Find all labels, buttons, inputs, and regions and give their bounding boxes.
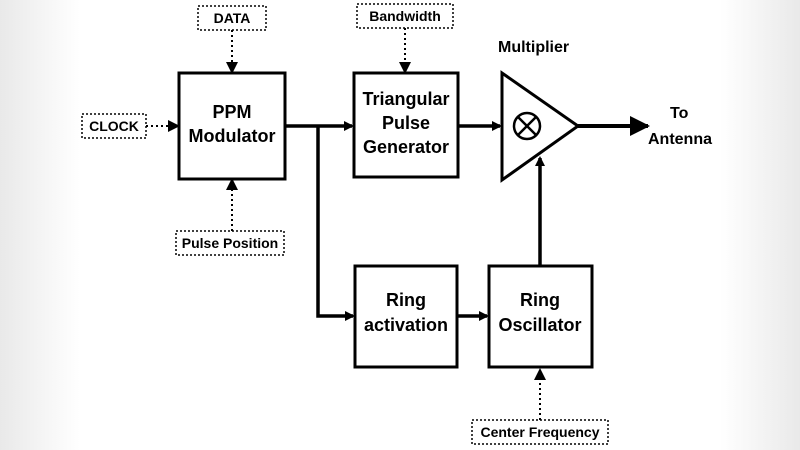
ring-oscillator-label-line1: Ring xyxy=(520,290,560,310)
multiplier-block xyxy=(500,70,581,183)
ring-oscillator-label-line2: Oscillator xyxy=(498,315,581,335)
center-frequency-input-label: Center Frequency xyxy=(480,424,599,440)
data-input-tag: DATA xyxy=(197,5,267,31)
triangular-label-line2: Pulse xyxy=(382,113,430,133)
bandwidth-input-label: Bandwidth xyxy=(369,8,441,24)
ring-activation-label-line2: activation xyxy=(364,315,448,335)
triangular-label-line1: Triangular xyxy=(362,89,449,109)
clock-input-tag: CLOCK xyxy=(81,113,147,139)
center-frequency-input-tag: Center Frequency xyxy=(471,419,609,445)
data-input-label: DATA xyxy=(214,10,251,26)
triangular-pulse-generator-block: Triangular Pulse Generator xyxy=(352,71,460,179)
ring-activation-label-line1: Ring xyxy=(386,290,426,310)
ppm-modulator-label-line1: PPM xyxy=(212,102,251,122)
ppm-modulator-label-line2: Modulator xyxy=(189,126,276,146)
left-edge-fade xyxy=(0,0,80,450)
bandwidth-input-tag: Bandwidth xyxy=(356,3,454,29)
ring-activation-block: Ring activation xyxy=(353,264,459,369)
clock-input-label: CLOCK xyxy=(89,118,139,134)
triangular-label-line3: Generator xyxy=(363,137,449,157)
ppm-modulator-block: PPM Modulator xyxy=(177,71,287,181)
output-label-line1: To xyxy=(670,105,689,122)
output-label-line2: Antenna xyxy=(648,131,712,148)
ppm-to-ring-activation-arrow xyxy=(316,126,355,321)
right-edge-fade xyxy=(720,0,800,450)
ring-oscillator-block: Ring Oscillator xyxy=(487,264,594,369)
multiplier-label: Multiplier xyxy=(498,39,569,56)
pulse-position-input-label: Pulse Position xyxy=(182,235,278,251)
pulse-position-input-tag: Pulse Position xyxy=(175,230,285,256)
